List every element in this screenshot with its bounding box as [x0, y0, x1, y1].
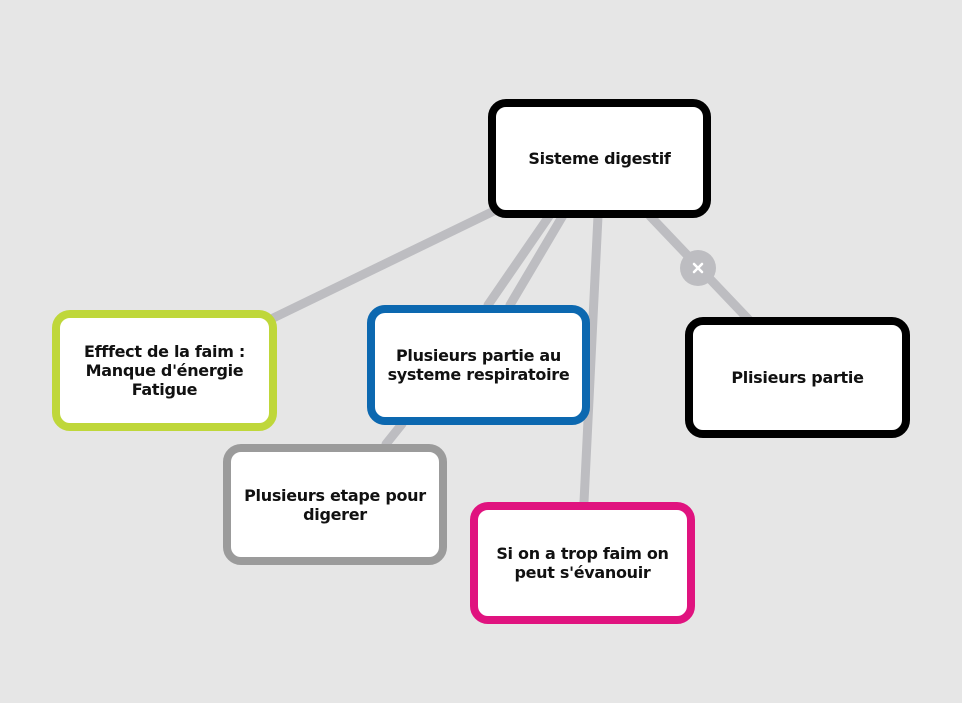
node-fainting-label: Si on a trop faim on peut s'évanouir	[496, 544, 669, 582]
connector-root-resp-b	[505, 207, 570, 310]
connector-root-hunger	[260, 203, 505, 327]
node-digestion-steps-label: Plusieurs etape pour digerer	[244, 485, 426, 524]
node-respiratory-parts-label: Plusieurs partie au systeme respiratoire	[387, 346, 570, 384]
node-several-parts[interactable]: Plisieurs partie	[685, 317, 910, 438]
connector-resp-digest	[381, 419, 407, 449]
node-fainting[interactable]: Si on a trop faim on peut s'évanouir	[470, 502, 695, 624]
close-icon	[692, 262, 704, 274]
delete-connection-button[interactable]	[680, 250, 716, 286]
node-digestion-steps[interactable]: Plusieurs etape pour digerer	[223, 444, 447, 565]
connector-root-faint	[579, 211, 603, 507]
node-root-label: Sisteme digestif	[528, 149, 671, 168]
node-hunger-effects-label: Efffect de la faim : Manque d'énergie Fa…	[84, 342, 245, 399]
node-respiratory-parts[interactable]: Plusieurs partie au systeme respiratoire	[367, 305, 590, 425]
connector-root-resp-a	[483, 207, 557, 310]
node-hunger-effects[interactable]: Efffect de la faim : Manque d'énergie Fa…	[52, 310, 277, 431]
node-several-parts-label: Plisieurs partie	[731, 368, 864, 387]
node-root[interactable]: Sisteme digestif	[488, 99, 711, 218]
